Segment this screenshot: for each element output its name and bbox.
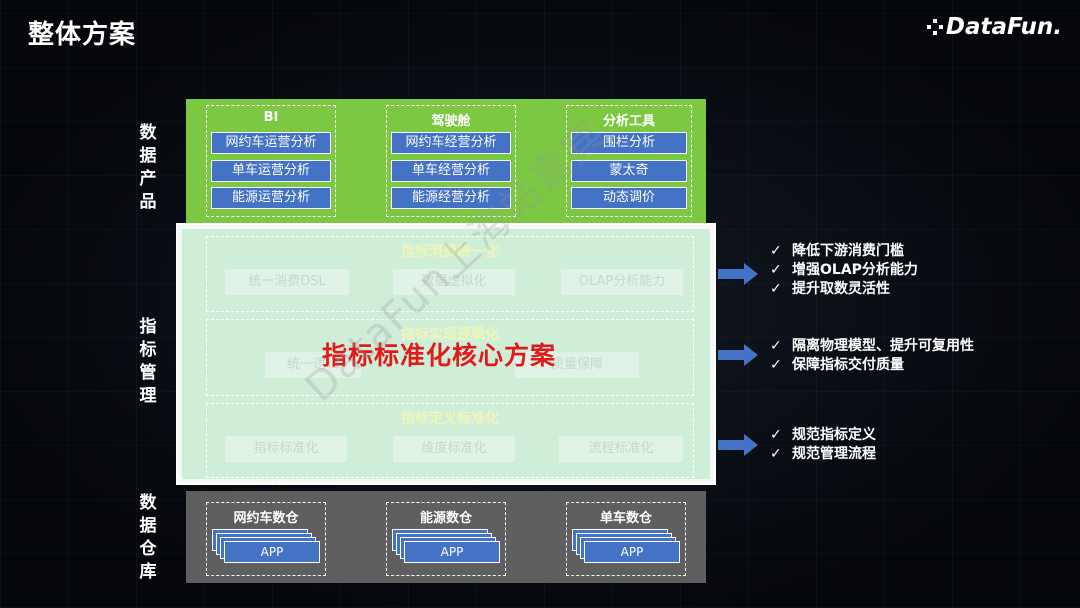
warehouse-group-energy: 能源数仓 APP (386, 502, 506, 576)
warehouse-title: 能源数仓 (419, 511, 472, 526)
metric-item[interactable]: 流程标准化 (559, 436, 683, 462)
datafun-logo: DataFun. (926, 14, 1062, 40)
benefit-item: ✓降低下游消费门槛 (770, 243, 904, 259)
product-group-cockpit: 驾驶舱 网约车经营分析 单车经营分析 能源经营分析 (386, 105, 516, 217)
metric-item[interactable]: 维度标准化 (393, 436, 515, 462)
product-item[interactable]: 围栏分析 (571, 132, 687, 154)
product-item[interactable]: 单车经营分析 (391, 160, 511, 182)
app-card-front[interactable]: APP (224, 541, 320, 563)
product-item[interactable]: 能源运营分析 (211, 187, 331, 209)
data-products-band: BI 网约车运营分析 单车运营分析 能源运营分析 驾驶舱 网约车经营分析 单车经… (186, 99, 706, 223)
metric-row-title: 指标消费统一化 (401, 244, 499, 260)
metric-item[interactable]: 数据虚拟化 (393, 269, 515, 295)
metric-item[interactable]: 统一消费DSL (225, 269, 349, 295)
app-stack: APP (212, 529, 322, 569)
logo-text: DataFun. (945, 14, 1062, 40)
product-group-title: 驾驶舱 (431, 114, 471, 129)
side-label-data-products: 数据产品 (139, 123, 157, 212)
metric-row-consumption: 指标消费统一化 统一消费DSL 数据虚拟化 OLAP分析能力 (206, 236, 694, 312)
metric-row-title: 指标实现逻辑化 (401, 327, 499, 343)
app-card-front[interactable]: APP (584, 541, 680, 563)
metric-row-definition: 指标定义标准化 指标标准化 维度标准化 流程标准化 (206, 403, 694, 478)
benefits-definition: ✓规范指标定义 ✓规范管理流程 (770, 426, 876, 464)
arrow-right-icon (718, 344, 758, 366)
check-icon: ✓ (770, 243, 782, 259)
warehouse-group-ride-hailing: 网约车数仓 APP (206, 502, 326, 576)
metric-row-title: 指标定义标准化 (401, 411, 499, 427)
app-stack: APP (572, 529, 682, 569)
check-icon: ✓ (770, 281, 782, 297)
product-item[interactable]: 网约车运营分析 (211, 132, 331, 154)
product-group-bi: BI 网约车运营分析 单车运营分析 能源运营分析 (206, 105, 336, 217)
check-icon: ✓ (770, 357, 782, 373)
benefit-item: ✓隔离物理模型、提升可复用性 (770, 338, 974, 354)
core-solution-title: 指标标准化核心方案 (322, 341, 557, 370)
side-label-metric-management: 指标管理 (139, 317, 157, 406)
benefit-item: ✓增强OLAP分析能力 (770, 262, 918, 278)
benefit-item: ✓提升取数灵活性 (770, 281, 890, 297)
benefit-item: ✓保障指标交付质量 (770, 357, 904, 373)
metric-row-logic: 指标实现逻辑化 统一逻辑 质量保障 (206, 319, 694, 396)
metric-item[interactable]: 指标标准化 (225, 436, 347, 462)
benefit-item: ✓规范指标定义 (770, 427, 876, 443)
arrow-right-icon (718, 263, 758, 285)
benefits-logic: ✓隔离物理模型、提升可复用性 ✓保障指标交付质量 (770, 337, 974, 375)
product-group-title: BI (263, 110, 279, 125)
warehouse-group-bike: 单车数仓 APP (566, 502, 686, 576)
metric-item[interactable]: 质量保障 (515, 352, 639, 378)
benefits-consumption: ✓降低下游消费门槛 ✓增强OLAP分析能力 ✓提升取数灵活性 (770, 242, 918, 299)
app-card-front[interactable]: APP (404, 541, 500, 563)
product-item[interactable]: 单车运营分析 (211, 160, 331, 182)
product-item[interactable]: 网约车经营分析 (391, 132, 511, 154)
product-group-title: 分析工具 (602, 114, 655, 129)
arrow-right-icon (718, 434, 758, 456)
product-group-analysis-tools: 分析工具 围栏分析 蒙太奇 动态调价 (566, 105, 692, 217)
warehouse-title: 网约车数仓 (233, 511, 299, 526)
metric-item[interactable]: OLAP分析能力 (561, 269, 683, 295)
metric-item[interactable]: 统一逻辑 (265, 352, 361, 378)
product-item[interactable]: 蒙太奇 (571, 160, 687, 182)
page-title: 整体方案 (28, 20, 137, 50)
check-icon: ✓ (770, 262, 782, 278)
benefit-item: ✓规范管理流程 (770, 446, 876, 462)
product-item[interactable]: 能源经营分析 (391, 187, 511, 209)
check-icon: ✓ (770, 338, 782, 354)
app-stack: APP (392, 529, 502, 569)
logo-dots-icon (926, 19, 943, 35)
check-icon: ✓ (770, 446, 782, 462)
side-label-data-warehouse: 数据仓库 (139, 493, 157, 582)
check-icon: ✓ (770, 427, 782, 443)
product-item[interactable]: 动态调价 (571, 187, 687, 209)
warehouse-title: 单车数仓 (599, 511, 652, 526)
